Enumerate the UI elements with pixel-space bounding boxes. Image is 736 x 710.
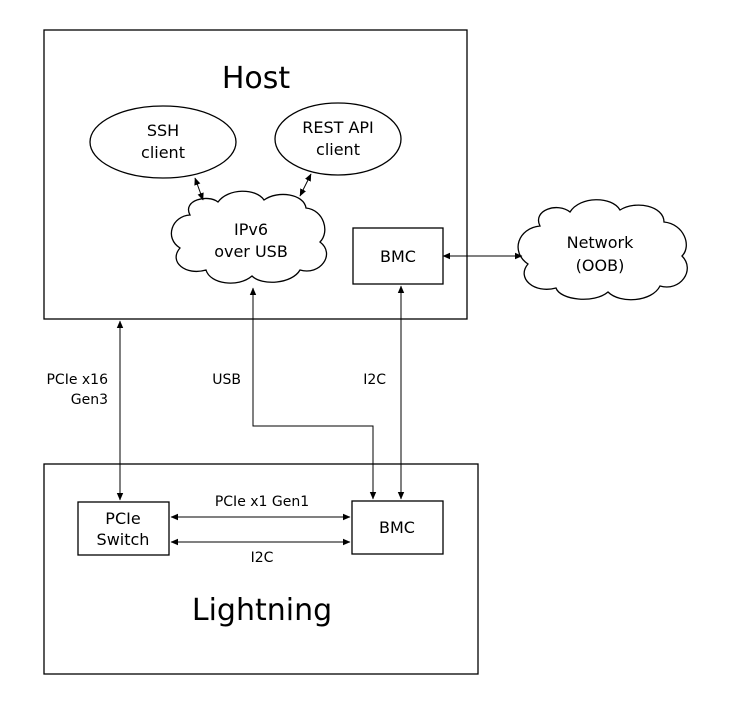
lightning-bmc-label: BMC — [379, 518, 415, 537]
ipv6-label-line2: over USB — [214, 242, 288, 261]
pcie-x16-label-line2: Gen3 — [71, 392, 108, 408]
rest-api-client-label-line2: client — [316, 140, 360, 159]
pcie-switch-label-line1: PCIe — [105, 509, 140, 528]
i2c-host-bmc-label: I2C — [363, 372, 386, 388]
ssh-ipv6-link — [194, 177, 204, 201]
rest-api-client-node: REST API client — [274, 102, 402, 176]
ssh-client-label-line2: client — [141, 143, 185, 162]
lightning-bmc-node: BMC — [351, 500, 444, 555]
pcie-x1-label: PCIe x1 Gen1 — [215, 494, 309, 510]
host-title: Host — [222, 61, 291, 96]
ssh-client-node: SSH client — [89, 105, 237, 179]
i2c-switch-bmc-label: I2C — [251, 550, 274, 566]
network-label-line2: (OOB) — [576, 256, 625, 275]
lightning-title: Lightning — [192, 593, 332, 628]
pcie-switch-node: PCIe Switch — [77, 501, 170, 556]
pcie-switch-label-line2: Switch — [97, 530, 150, 549]
rest-api-client-label-line1: REST API — [302, 118, 374, 137]
host-bmc-label: BMC — [380, 247, 416, 266]
network-label-line1: Network — [567, 233, 635, 252]
usb-label: USB — [212, 372, 241, 388]
ssh-client-label-line1: SSH — [147, 121, 179, 140]
ipv6-label-line1: IPv6 — [234, 220, 268, 239]
network-oob-cloud: Network (OOB) — [517, 199, 688, 301]
pcie-x16-label-line1: PCIe x16 — [46, 372, 108, 388]
host-bmc-node: BMC — [352, 227, 444, 285]
ipv6-over-usb-cloud: IPv6 over USB — [170, 190, 328, 284]
rest-ipv6-link — [299, 173, 312, 197]
usb-link — [249, 287, 377, 500]
